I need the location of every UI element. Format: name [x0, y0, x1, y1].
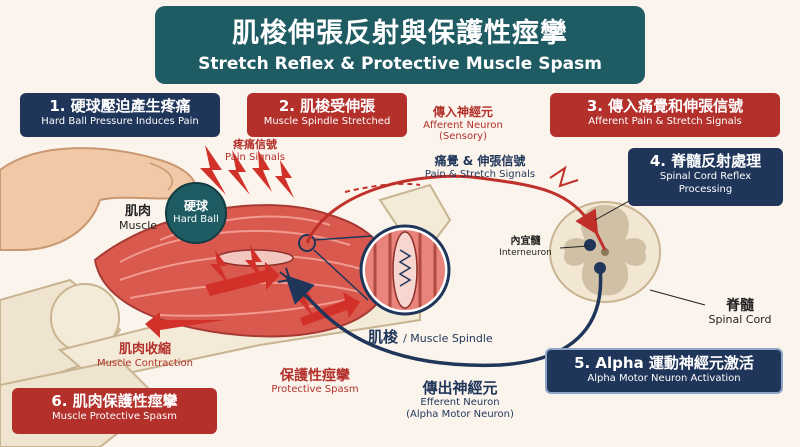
label-muscle-en: Muscle — [118, 218, 158, 232]
step-5-subtitle: Alpha Motor Neuron Activation — [587, 373, 741, 384]
label-protective-spasm: 保護性痙攣 Protective Spasm — [255, 368, 375, 396]
step-3-title: 3. 傳入痛覺和伸張信號 — [586, 97, 744, 115]
step-2-subtitle: Muscle Spindle Stretched — [263, 116, 391, 127]
label-interneuron-en: Interneuron — [499, 247, 552, 258]
interneuron-cell — [584, 239, 596, 251]
leader-line — [649, 289, 706, 306]
signal-zigzag — [549, 165, 579, 188]
step-5-title: 5. Alpha 運動神經元激活 — [574, 354, 754, 372]
step-3-box: 3. 傳入痛覺和伸張信號 Afferent Pain & Stretch Sig… — [550, 93, 780, 137]
label-protective-spasm-zh: 保護性痙攣 — [280, 368, 350, 384]
title-en: Stretch Reflex & Protective Muscle Spasm — [198, 54, 602, 74]
step-4-box: 4. 脊髓反射處理 Spinal Cord Reflex Processing — [628, 148, 783, 206]
label-efferent-neuron-en2: (Alpha Motor Neuron) — [406, 408, 514, 420]
label-hard-ball-zh: 硬球 — [183, 199, 208, 213]
label-muscle-spindle-zh: 肌梭 — [368, 328, 399, 346]
step-2-box: 2. 肌梭受伸張 Muscle Spindle Stretched — [247, 93, 407, 137]
spindle-zoom — [359, 224, 451, 316]
label-muscle-zh: 肌肉 — [124, 204, 151, 219]
label-spinal-cord-en: Spinal Cord — [708, 313, 772, 327]
label-afferent-neuron-en2: (Sensory) — [439, 131, 487, 143]
label-pain-signals-en: Pain Signals — [225, 151, 285, 163]
label-spinal-cord-zh: 脊髓 — [726, 298, 754, 314]
label-efferent-neuron-zh: 傳出神經元 — [422, 379, 498, 397]
label-pain-stretch-signals: 痛覺 & 伸張信號 Pain & Stretch Signals — [405, 154, 555, 180]
contraction-arrows — [145, 262, 360, 338]
label-pain-stretch-zh: 痛覺 & 伸張信號 — [434, 154, 526, 168]
step-6-subtitle: Muscle Protective Spasm — [52, 411, 177, 422]
step-3-subtitle: Afferent Pain & Stretch Signals — [588, 116, 742, 127]
label-pain-signals: 疼痛信號 Pain Signals — [215, 138, 295, 163]
label-afferent-neuron-en: Afferent Neuron — [423, 119, 503, 131]
step-6-title: 6. 肌肉保護性痙攣 — [51, 392, 178, 410]
label-muscle-contraction-zh: 肌肉收縮 — [118, 342, 171, 357]
label-muscle-spindle: 肌梭 / Muscle Spindle — [368, 326, 493, 347]
step-1-subtitle: Hard Ball Pressure Induces Pain — [41, 116, 199, 127]
label-efferent-neuron-en: Efferent Neuron — [420, 397, 500, 409]
step-6-box: 6. 肌肉保護性痙攣 Muscle Protective Spasm — [12, 388, 217, 434]
label-efferent-neuron: 傳出神經元 Efferent Neuron (Alpha Motor Neuro… — [385, 379, 535, 420]
label-pain-signals-zh: 疼痛信號 — [233, 138, 277, 151]
label-pain-stretch-en: Pain & Stretch Signals — [424, 168, 536, 180]
step-1-box: 1. 硬球壓迫產生疼痛 Hard Ball Pressure Induces P… — [20, 93, 220, 137]
zoom-connector — [313, 235, 373, 241]
label-interneuron-zh: 內宜髓 — [510, 236, 541, 247]
motor-endplate — [277, 267, 291, 283]
afferent-terminal — [593, 229, 607, 251]
label-muscle-contraction-en: Muscle Contraction — [96, 357, 194, 369]
leader-line — [559, 245, 589, 249]
step-1-title: 1. 硬球壓迫產生疼痛 — [49, 97, 191, 115]
label-interneuron: 內宜髓 Interneuron — [488, 236, 563, 258]
label-hard-ball: 硬球 Hard Ball — [166, 199, 226, 225]
hard-ball — [165, 182, 227, 244]
label-afferent-neuron-zh: 傳入神經元 — [432, 105, 493, 119]
label-muscle: 肌肉 Muscle — [108, 204, 168, 233]
label-afferent-neuron: 傳入神經元 Afferent Neuron (Sensory) — [408, 105, 518, 143]
afferent-path — [305, 174, 599, 244]
title-banner: 肌梭伸張反射與保護性痙攣 Stretch Reflex & Protective… — [155, 6, 645, 84]
zoom-connector — [313, 249, 369, 301]
step-2-title: 2. 肌梭受伸張 — [278, 97, 376, 115]
label-muscle-spindle-en: / Muscle Spindle — [403, 332, 493, 345]
efferent-path — [285, 267, 603, 368]
label-spinal-cord: 脊髓 Spinal Cord — [695, 298, 785, 327]
label-muscle-contraction: 肌肉收縮 Muscle Contraction — [85, 342, 205, 369]
step-4-title: 4. 脊髓反射處理 — [649, 152, 762, 170]
label-hard-ball-en: Hard Ball — [173, 213, 219, 225]
spindle-marker — [298, 234, 316, 252]
step-4-subtitle: Spinal Cord Reflex Processing — [659, 171, 752, 195]
spinal-cord-section — [549, 201, 661, 303]
label-protective-spasm-en: Protective Spasm — [271, 384, 359, 396]
step-5-box: 5. Alpha 運動神經元激活 Alpha Motor Neuron Acti… — [545, 348, 783, 394]
title-zh: 肌梭伸張反射與保護性痙攣 — [232, 18, 568, 49]
